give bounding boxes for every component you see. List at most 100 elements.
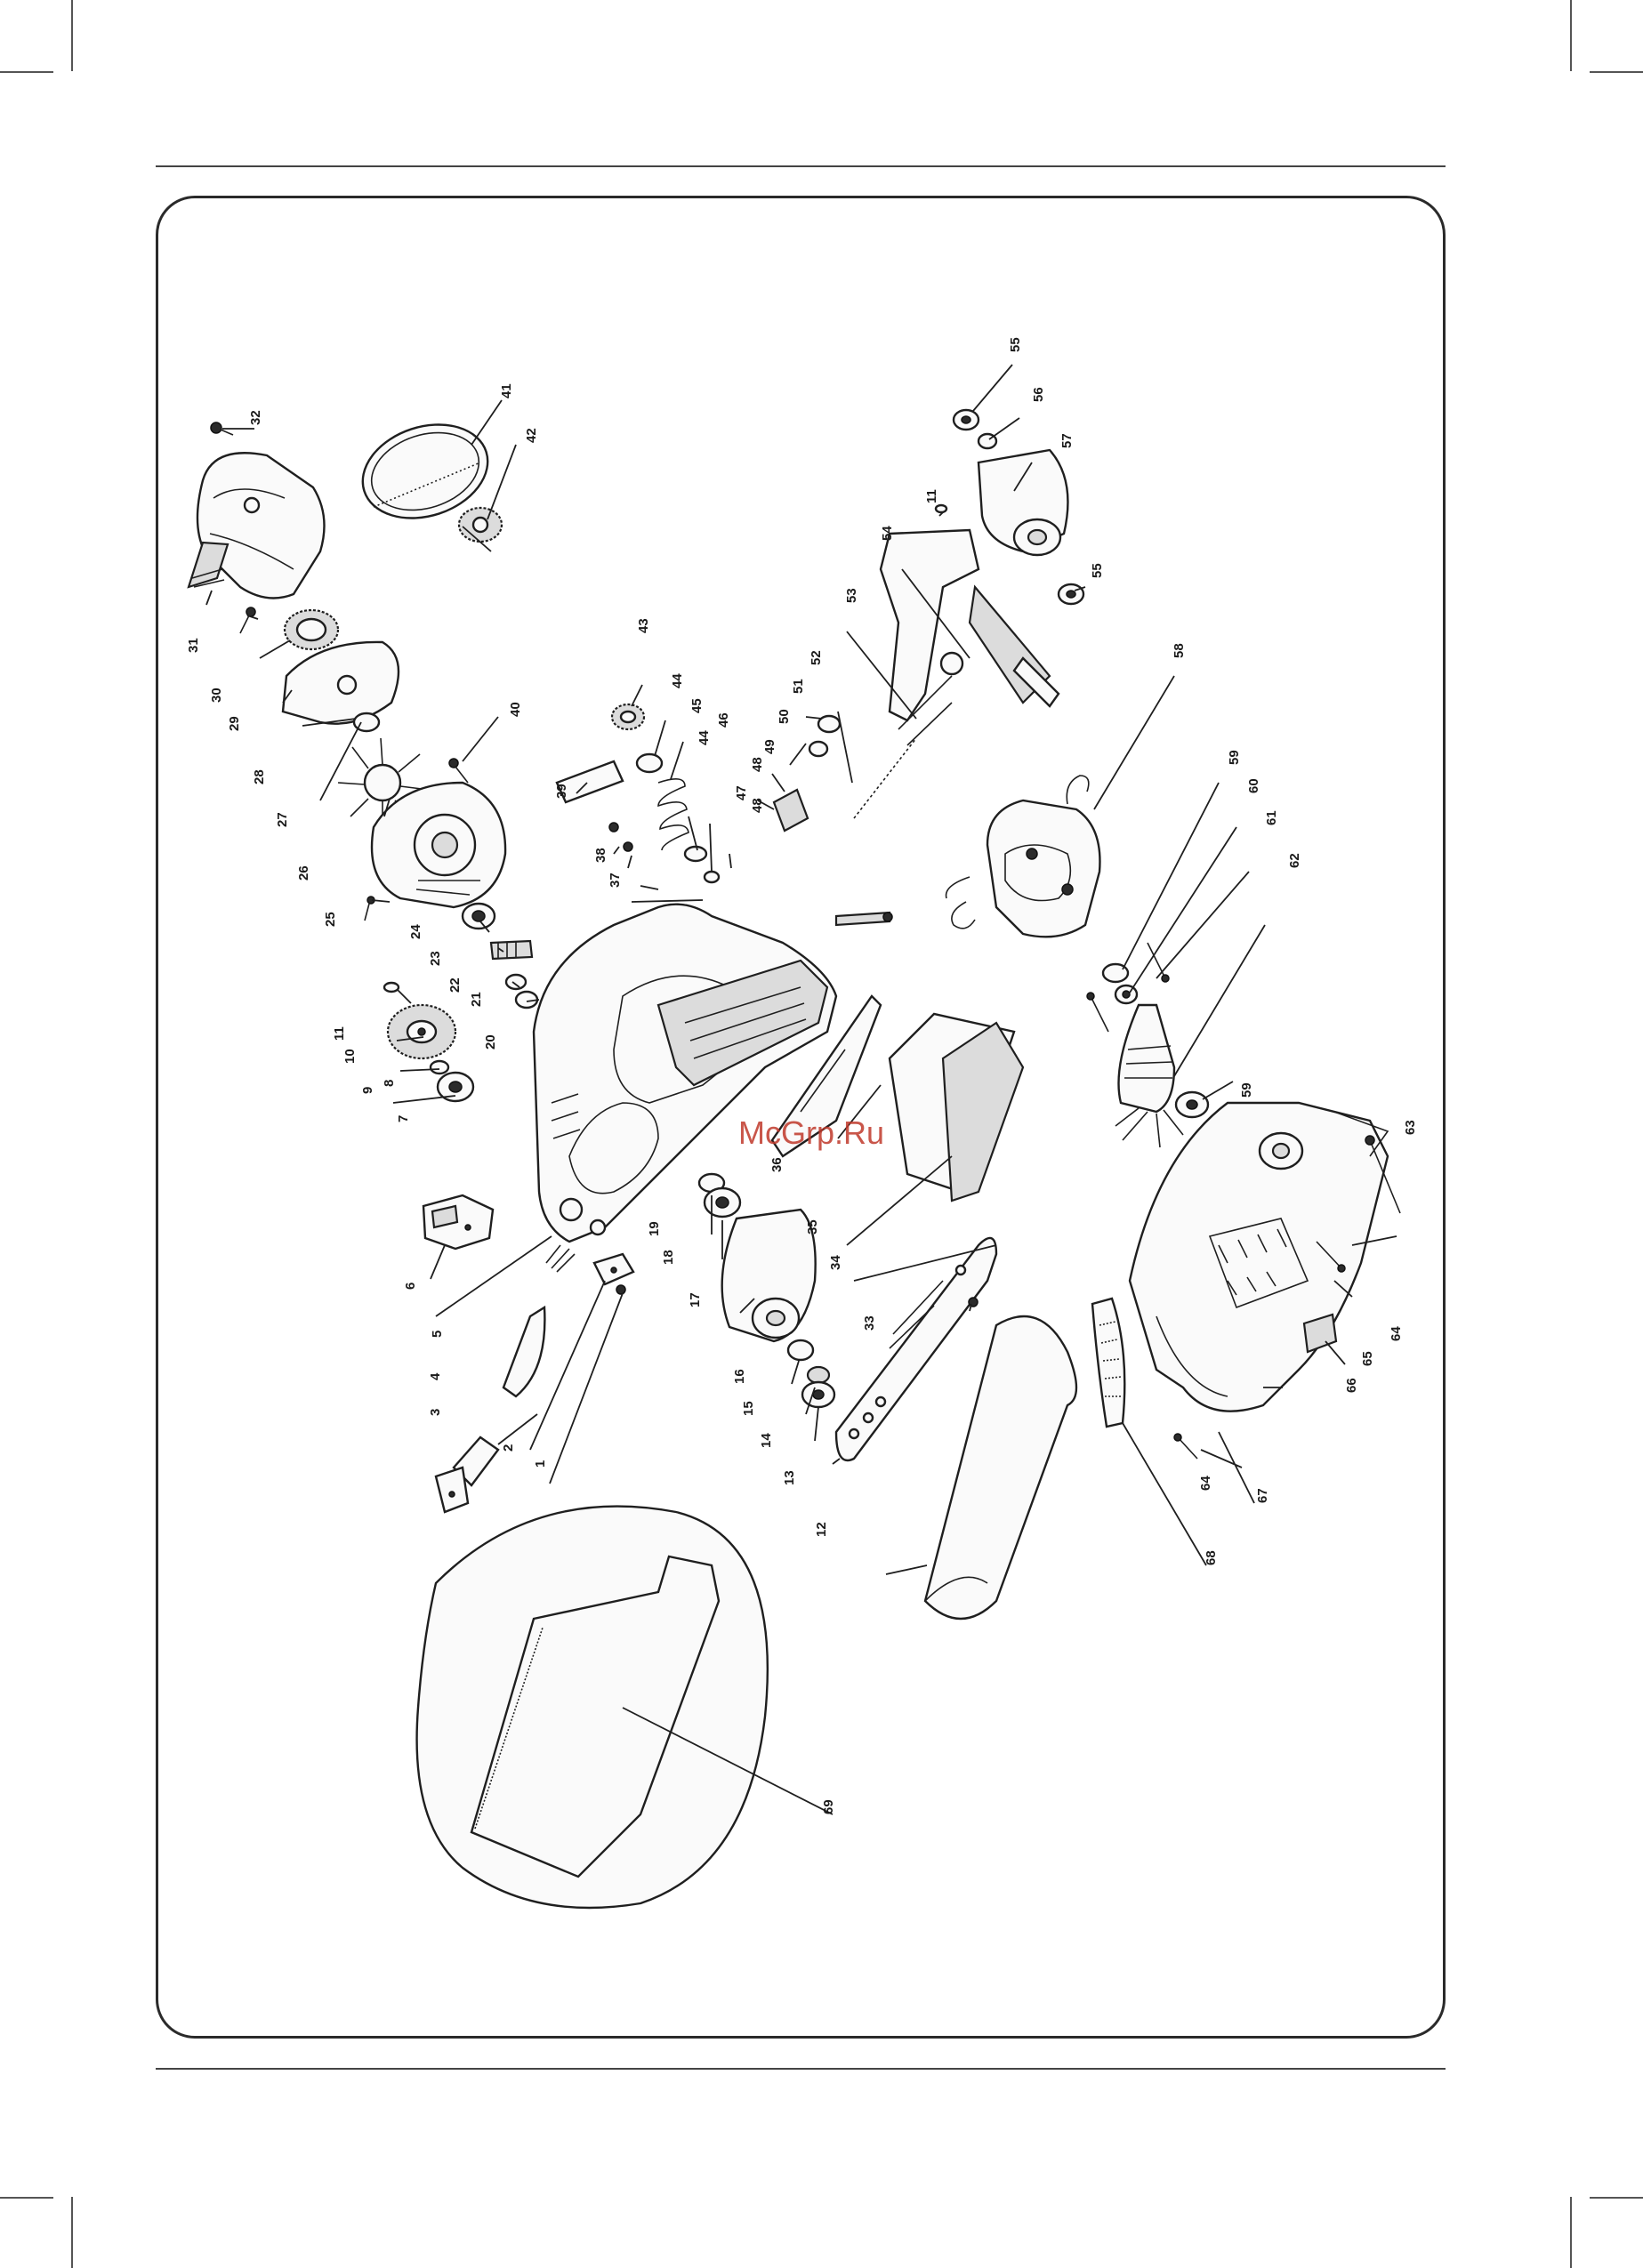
- label-47: 47: [734, 785, 749, 800]
- part-35-platen: [890, 1014, 1023, 1201]
- label-59-lower: 59: [1239, 1082, 1254, 1098]
- label-52: 52: [809, 650, 824, 665]
- part-23-bearing: [463, 904, 495, 929]
- label-37: 37: [608, 873, 623, 888]
- label-38: 38: [593, 848, 608, 863]
- label-36: 36: [769, 1157, 785, 1172]
- label-27: 27: [275, 812, 290, 827]
- part-11b-circlip: [936, 505, 946, 512]
- label-21: 21: [469, 992, 484, 1007]
- part-55-bearing: [954, 410, 979, 430]
- label-17: 17: [688, 1292, 703, 1307]
- label-55: 55: [1008, 337, 1023, 352]
- label-8: 8: [382, 1080, 397, 1087]
- label-56: 56: [1031, 387, 1046, 402]
- part-22-shaft: [491, 941, 532, 959]
- label-19: 19: [647, 1221, 662, 1236]
- label-25: 25: [323, 912, 338, 927]
- label-41: 41: [499, 383, 514, 398]
- label-3: 3: [428, 1409, 443, 1416]
- label-14: 14: [759, 1433, 774, 1448]
- part-30-screw: [240, 607, 255, 633]
- label-57: 57: [1059, 433, 1075, 448]
- label-68: 68: [1204, 1550, 1219, 1565]
- label-6: 6: [403, 1283, 418, 1290]
- part-15-bushing: [808, 1367, 829, 1383]
- part-29-gear: [285, 610, 338, 649]
- part-40-screw: [449, 759, 468, 783]
- part-28-plate: [283, 642, 399, 724]
- label-9: 9: [360, 1087, 375, 1094]
- label-69: 69: [821, 1799, 836, 1814]
- part-21-washer: [506, 975, 526, 989]
- part-67-rear-housing: [1130, 1103, 1388, 1411]
- label-43: 43: [636, 618, 651, 633]
- label-28: 28: [252, 769, 267, 784]
- label-53: 53: [844, 588, 859, 603]
- label-49: 49: [762, 739, 777, 754]
- label-13: 13: [782, 1470, 797, 1485]
- label-45: 45: [689, 698, 705, 713]
- label-48: 48: [750, 757, 765, 772]
- label-61: 61: [1264, 810, 1279, 825]
- part-9-washer: [431, 1061, 448, 1074]
- part-number-labels: 1 2 3 4 5 6 7 8 9 10 11 12 13 14 15 16 1…: [186, 337, 1418, 1814]
- label-12: 12: [814, 1522, 829, 1537]
- part-16-roller: [788, 1340, 813, 1360]
- label-59: 59: [1227, 750, 1242, 765]
- label-23: 23: [428, 951, 443, 966]
- part-44-washer: [637, 754, 662, 772]
- part-2-cord-clamp: [594, 1254, 633, 1284]
- label-16: 16: [732, 1369, 747, 1384]
- label-44-lower: 44: [697, 730, 712, 745]
- part-62-armature: [1115, 1005, 1208, 1147]
- label-42: 42: [524, 428, 539, 443]
- label-15: 15: [741, 1401, 756, 1416]
- label-60: 60: [1246, 778, 1261, 793]
- part-33-screw: [969, 1298, 978, 1307]
- label-67: 67: [1255, 1488, 1270, 1503]
- label-11: 11: [332, 1026, 347, 1041]
- label-22: 22: [447, 977, 463, 993]
- label-64: 64: [1389, 1326, 1404, 1341]
- part-14-bearing: [802, 1382, 834, 1407]
- part-11-circlip: [384, 983, 399, 992]
- part-31-belt-cover: [189, 453, 325, 598]
- label-46: 46: [716, 712, 731, 728]
- part-45-spring: [658, 779, 689, 850]
- label-39: 39: [554, 784, 569, 799]
- part-24-gear-housing: [372, 783, 505, 907]
- label-40: 40: [508, 702, 523, 717]
- label-31: 31: [186, 638, 201, 653]
- part-38-screw: [609, 823, 618, 832]
- part-55b-bearing: [1059, 584, 1083, 604]
- label-55-lower: 55: [1090, 563, 1105, 578]
- part-49-sleeve: [774, 790, 808, 831]
- label-26: 26: [296, 865, 311, 881]
- part-53-tension-arm: [881, 530, 1059, 745]
- part-17-drive-drum: [722, 1210, 816, 1341]
- label-66: 66: [1344, 1378, 1359, 1393]
- label-20: 20: [483, 1034, 498, 1050]
- part-57-tracking-roller: [979, 450, 1067, 555]
- watermark-text: McGrp.Ru: [738, 1114, 884, 1151]
- label-2: 2: [501, 1444, 516, 1452]
- part-1-screw: [616, 1285, 625, 1294]
- label-1: 1: [533, 1460, 548, 1468]
- label-34: 34: [828, 1255, 843, 1270]
- part-12-sanding-belt: [925, 1316, 1076, 1619]
- label-62: 62: [1287, 853, 1302, 868]
- part-46-nut: [705, 872, 719, 882]
- label-63: 63: [1403, 1120, 1418, 1135]
- part-50-spring: [809, 742, 827, 756]
- part-48-pin: [836, 913, 892, 925]
- label-5: 5: [430, 1331, 445, 1338]
- label-54: 54: [880, 526, 895, 541]
- part-10-gear: [388, 1005, 455, 1058]
- part-42-pulley: [459, 508, 502, 542]
- part-43-knob: [612, 704, 644, 729]
- part-3-plug: [436, 1437, 498, 1512]
- part-44b-washer: [685, 847, 706, 861]
- label-30: 30: [209, 688, 224, 703]
- label-4: 4: [428, 1372, 443, 1380]
